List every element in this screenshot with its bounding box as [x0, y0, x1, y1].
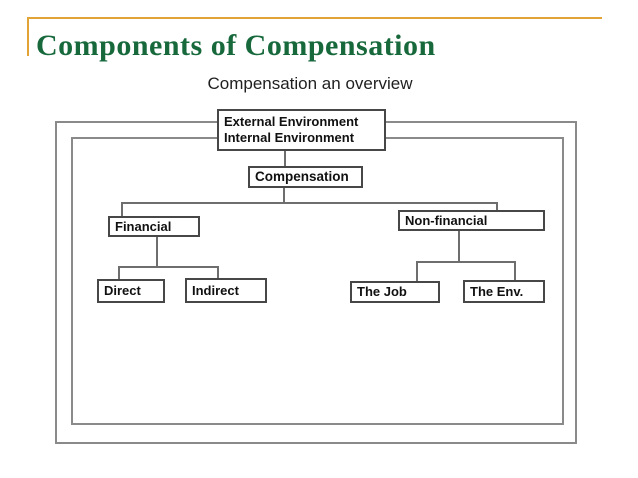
connector-drop-thejob — [416, 261, 418, 281]
financial-label: Financial — [115, 218, 172, 234]
external-environment-label: External Environment — [224, 114, 359, 129]
connector-level2-branch — [121, 202, 498, 204]
connector-root-to-compensation — [284, 150, 286, 167]
environment-box: External Environment Internal Environmen… — [217, 109, 386, 151]
internal-environment-label: Internal Environment — [224, 130, 355, 145]
direct-box: Direct — [97, 279, 165, 303]
compensation-label: Compensation — [255, 169, 349, 184]
thejob-label: The Job — [357, 284, 407, 299]
connector-drop-indirect — [217, 266, 219, 279]
nonfinancial-label: Non-financial — [405, 212, 488, 228]
connector-drop-nonfinancial — [496, 202, 498, 211]
connector-financial-branch — [118, 266, 219, 268]
connector-drop-financial — [121, 202, 123, 217]
connector-nonfinancial-branch — [416, 261, 516, 263]
diagram-subtitle: Compensation an overview — [207, 74, 413, 93]
slide-title: Components of Compensation — [36, 29, 436, 62]
connector-nonfinancial-down — [458, 231, 460, 262]
indirect-box: Indirect — [185, 278, 267, 303]
theenv-box: The Env. — [463, 280, 545, 303]
direct-label: Direct — [104, 283, 141, 298]
connector-compensation-down — [283, 188, 285, 203]
nonfinancial-box: Non-financial — [398, 210, 545, 231]
compensation-box: Compensation — [248, 166, 363, 188]
theenv-label: The Env. — [470, 283, 524, 299]
connector-financial-down — [156, 237, 158, 267]
connector-drop-direct — [118, 266, 120, 280]
thejob-box: The Job — [350, 281, 440, 303]
financial-box: Financial — [108, 216, 200, 237]
indirect-label: Indirect — [192, 282, 239, 298]
title-accent-left-line — [27, 17, 29, 56]
connector-drop-theenv — [514, 261, 516, 280]
title-accent-top-line — [27, 17, 602, 19]
